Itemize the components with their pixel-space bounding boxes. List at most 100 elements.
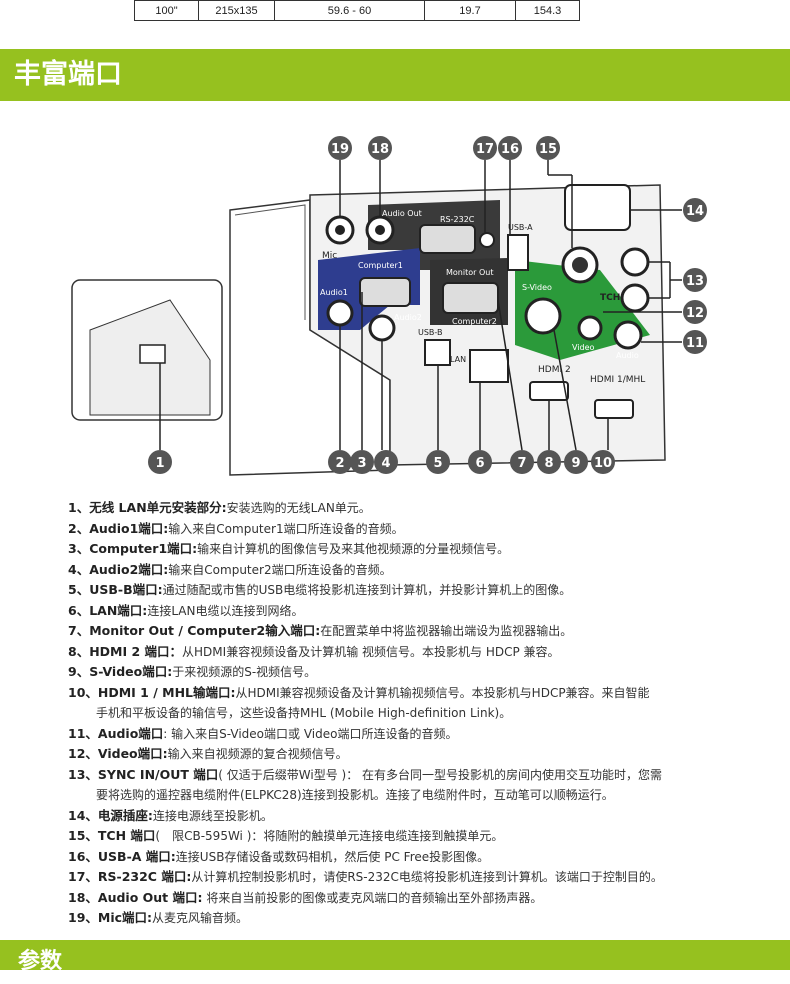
callout-11: 11 xyxy=(683,330,707,354)
port-label: 1、无线 LAN单元安装部分: xyxy=(68,500,227,515)
lan-port xyxy=(469,349,509,383)
computer1-port xyxy=(359,277,411,307)
port-desc: : 输入来自S-Video端口或 Video端口所连设备的音频。 xyxy=(163,726,458,741)
audio-out-label: Audio Out xyxy=(382,209,422,218)
port-label: 8、HDMI 2 端口： xyxy=(68,643,183,659)
port-label: 4、Audio2端口: xyxy=(68,561,169,577)
port-label: 12、Video端口: xyxy=(68,746,168,761)
port-description-row: 8、HDMI 2 端口：从HDMI兼容视频设备及计算机输 视频信号。本投影机与 … xyxy=(68,642,768,663)
port-description-row: 9、S-Video端口:于来视频源的S-视频信号。 xyxy=(68,662,768,683)
rs232c-port xyxy=(419,224,476,254)
port-label: 15、TCH 端口 xyxy=(68,828,156,843)
svg-text:16: 16 xyxy=(501,142,519,157)
callout-leader-lines xyxy=(159,160,682,451)
port-desc: 输入来自视频源的复合视频信号。 xyxy=(167,747,348,761)
section-banner: 丰富端口 xyxy=(0,49,790,101)
video-port xyxy=(577,315,603,341)
mic-label: Mic xyxy=(322,251,337,261)
table-cell: 100" xyxy=(134,0,199,21)
monitor-out-port xyxy=(442,282,499,314)
port-description-row: 17、RS-232C 端口:从计算机控制投影机时，请使RS-232C电缆将投影机… xyxy=(68,867,768,888)
callout-9: 9 xyxy=(564,450,588,474)
table-cell: 59.6 - 60 xyxy=(274,0,425,21)
section-title: 丰富端口 xyxy=(14,59,122,90)
projector-ports-diagram: Mic Audio Out RS-232C USB-A Computer1 Au… xyxy=(71,136,707,476)
port-label: 13、SYNC IN/OUT 端口 xyxy=(68,766,219,782)
audio-out-port-hole xyxy=(375,225,385,235)
svg-text:7: 7 xyxy=(517,456,526,471)
port-desc: ( 仅适于后缀带Wi型号 )： 在有多台同一型号投影机的房间内使用交互功能时，您… xyxy=(218,767,663,782)
port-label: 10、HDMI 1 / MHL输端口: xyxy=(68,684,236,700)
svideo-port xyxy=(524,297,562,335)
svg-text:18: 18 xyxy=(371,142,389,157)
port-desc: 连接电源线至投影机。 xyxy=(152,808,273,823)
port-label: 18、Audio Out 端口: xyxy=(68,889,203,905)
port-label: 17、RS-232C 端口: xyxy=(68,869,192,884)
usb-a-port xyxy=(507,234,529,271)
port-description-row: 手机和平板设备的输信号，这些设备持MHL (Mobile High-defini… xyxy=(96,706,512,720)
svg-text:6: 6 xyxy=(475,456,484,471)
port-desc: 将来自当前投影的图像或麦克风端口的音频输出至外部扬声器。 xyxy=(202,890,543,905)
port-label: 6、LAN端口: xyxy=(68,602,148,618)
monitor-out-label: Monitor Out xyxy=(446,268,493,277)
svg-text:9: 9 xyxy=(571,456,580,471)
svg-text:8: 8 xyxy=(544,456,553,471)
port-label: 14、电源插座: xyxy=(68,807,153,823)
callout-19: 19 xyxy=(328,136,352,160)
lan-label: LAN xyxy=(450,355,466,364)
svg-text:12: 12 xyxy=(686,306,704,321)
port-desc: 在配置菜单中将监视器输出端设为监视器输出。 xyxy=(320,624,573,638)
callout-1: 1 xyxy=(148,450,172,474)
svg-text:19: 19 xyxy=(331,142,349,157)
power-inlet xyxy=(564,184,631,231)
svideo-label: S-Video xyxy=(522,283,552,292)
port-desc: 从麦克风输音频。 xyxy=(152,911,249,925)
port-description-row: 10、HDMI 1 / MHL输端口:从HDMI兼容视频设备及计算机输视频信号。… xyxy=(68,683,768,704)
callout-8: 8 xyxy=(537,450,561,474)
port-description-row: 13、SYNC IN/OUT 端口( 仅适于后缀带Wi型号 )： 在有多台同一型… xyxy=(68,765,768,786)
port-desc: 输来自Computer2端口所连设备的音频。 xyxy=(168,562,392,577)
svg-text:5: 5 xyxy=(433,456,442,471)
port-desc: 输来自计算机的图像信号及来其他视频源的分量视频信号。 xyxy=(197,542,510,556)
port-desc: 从HDMI兼容视频设备及计算机输视频信号。本投影机与HDCP兼容。来自智能 xyxy=(235,685,650,700)
port-label: 19、Mic端口: xyxy=(68,910,153,925)
port-description-list: 1、无线 LAN单元安装部分:安装选购的无线LAN单元。 2、Audio1端口:输… xyxy=(68,498,768,929)
callout-5: 5 xyxy=(426,450,450,474)
port-desc: 于来视频源的S-视频信号。 xyxy=(172,665,317,679)
sync-in-port xyxy=(620,247,650,277)
port-desc: 安装选购的无线LAN单元。 xyxy=(226,501,371,515)
callout-10: 10 xyxy=(591,450,615,474)
port-description-row: 18、Audio Out 端口: 将来自当前投影的图像或麦克风端口的音频输出至外… xyxy=(68,888,768,909)
callout-18: 18 xyxy=(368,136,392,160)
table-cell: 19.7 xyxy=(424,0,516,21)
port-label: 16、USB-A 端口: xyxy=(68,848,176,864)
svg-text:17: 17 xyxy=(476,142,494,157)
port-description-row: 4、Audio2端口:输来自Computer2端口所连设备的音频。 xyxy=(68,560,768,581)
port-description-row: 6、LAN端口:连接LAN电缆以连接到网络。 xyxy=(68,601,768,622)
callout-3: 3 xyxy=(350,450,374,474)
port-label: 5、USB-B端口: xyxy=(68,582,163,597)
usb-b-label: USB-B xyxy=(418,328,443,337)
port-description-row: 3、Computer1端口:输来自计算机的图像信号及来其他视频源的分量视频信号。 xyxy=(68,539,768,560)
port-label: 11、Audio端口 xyxy=(68,725,164,741)
hdmi2-label: HDMI 2 xyxy=(538,365,571,375)
svg-text:10: 10 xyxy=(594,456,612,471)
callout-4: 4 xyxy=(374,450,398,474)
port-desc: ( 限CB-595Wi )：将随附的触摸单元连接电缆连接到触摸单元。 xyxy=(155,829,504,843)
computer2-label: Computer2 xyxy=(452,317,497,326)
callout-12: 12 xyxy=(683,300,707,324)
port-desc: 从HDMI兼容视频设备及计算机输 视频信号。本投影机与 HDCP 兼容。 xyxy=(182,644,560,659)
audio-label: Audio xyxy=(616,351,639,360)
port-desc: 输入来自Computer1端口所连设备的音频。 xyxy=(168,521,404,536)
svg-text:15: 15 xyxy=(539,142,557,157)
wireless-lan-slot xyxy=(139,344,166,364)
svg-text:13: 13 xyxy=(686,274,704,289)
usb-a-adjacent-port xyxy=(479,232,495,248)
port-description-row: 要将选购的遥控器电缆附件(ELPKC28)连接到投影机。连接了电缆附件时，互动笔… xyxy=(96,788,614,802)
port-description-row: 14、电源插座:连接电源线至投影机。 xyxy=(68,806,768,827)
projector-edge xyxy=(234,204,306,320)
port-description-row: 2、Audio1端口:输入来自Computer1端口所连设备的音频。 xyxy=(68,519,768,540)
hdmi1-port xyxy=(594,399,634,419)
svg-text:4: 4 xyxy=(381,456,390,471)
port-label: 7、Monitor Out / Computer2输入端口: xyxy=(68,623,321,638)
